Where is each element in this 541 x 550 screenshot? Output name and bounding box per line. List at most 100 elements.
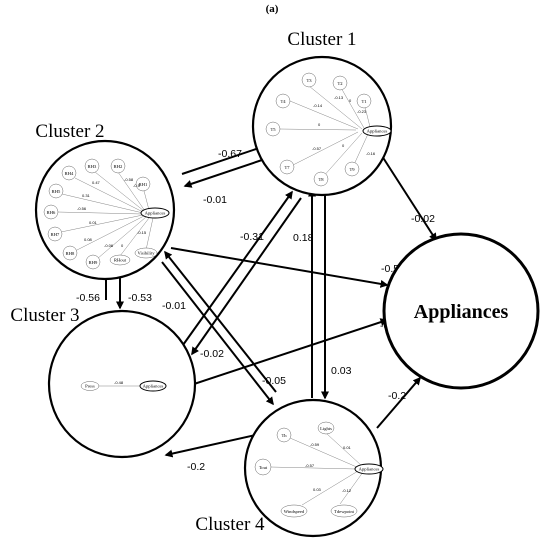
cluster-4-coefs: -0.59 0.01 -0.57 0.03 -0.12 <box>305 442 352 493</box>
c2-node-rh6: RH6 <box>47 210 56 215</box>
c2-node-rh8: RH8 <box>66 251 75 256</box>
c4-node-windspeed: Windspeed <box>284 509 305 514</box>
c1-node-t9: T9 <box>349 167 355 172</box>
target-ring <box>382 232 540 390</box>
svg-text:0: 0 <box>121 243 124 248</box>
edge-label-c4-target: -0.2 <box>388 390 406 402</box>
cluster-2: Cluster 2 RH4 RH3 RH2 RH1 RH5 RH6 RH7 RH… <box>34 121 176 281</box>
c2-node-rh7: RH7 <box>51 232 60 237</box>
cluster-2-coefs: 0.47 -0.58 -0.5 0.31 -0.56 0.01 0.08 -0.… <box>77 177 147 248</box>
edge-label-c2-c4: -0.01 <box>162 300 186 312</box>
edge-c1-c3 <box>191 197 302 356</box>
svg-text:-0.57: -0.57 <box>312 146 322 151</box>
edge-c1-c2 <box>183 157 269 188</box>
c1-node-t1: T1 <box>361 99 367 104</box>
svg-text:-0.23: -0.23 <box>357 109 367 114</box>
c4-hub: Appliances <box>359 467 380 472</box>
svg-text:0.03: 0.03 <box>313 487 322 492</box>
svg-text:-0.13: -0.13 <box>334 95 344 100</box>
panel-label: (a) <box>266 3 279 15</box>
c1-node-t3: T3 <box>306 78 312 83</box>
svg-text:-0.06: -0.06 <box>104 243 114 248</box>
c2-node-rhout: RHout <box>114 258 127 263</box>
edge-label-c4-c2: -0.05 <box>262 375 286 387</box>
svg-text:-0.14: -0.14 <box>313 103 323 108</box>
c2-node-rh1: RH1 <box>139 182 148 187</box>
c2-hub: Appliances <box>145 211 166 216</box>
c1-node-t2: T2 <box>337 81 343 86</box>
edge-labels: -0.67 -0.01 -0.02 -0.53 -0.56 -0.53 -0.3… <box>76 148 435 473</box>
svg-text:0: 0 <box>349 98 352 103</box>
c2-node-rh3: RH3 <box>88 164 97 169</box>
edge-c1-target <box>381 155 437 242</box>
edge-c2-target <box>170 247 389 288</box>
edge-c4-c3 <box>164 433 261 458</box>
cluster-3-label: Cluster 3 <box>10 305 79 326</box>
svg-text:-0.56: -0.56 <box>77 206 87 211</box>
svg-text:0: 0 <box>318 122 321 127</box>
cluster-3: Cluster 3 Press Appliances -0.48 <box>10 305 197 459</box>
svg-text:-0.59: -0.59 <box>310 442 320 447</box>
edge-label-c2-c1: -0.67 <box>218 148 242 160</box>
edge-label-c3-c2: -0.56 <box>76 292 100 304</box>
c1-node-t4: T4 <box>280 99 286 104</box>
svg-text:-0.15: -0.15 <box>137 230 147 235</box>
svg-text:-0.12: -0.12 <box>342 488 352 493</box>
edge-label-c4-c3: -0.2 <box>187 461 205 473</box>
c3-hub: Appliances <box>143 384 164 389</box>
svg-text:0.47: 0.47 <box>92 180 101 185</box>
cluster-2-nodes: RH4 RH3 RH2 RH1 RH5 RH6 RH7 RH8 RH9 RHou… <box>43 158 170 270</box>
c2-node-rh2: RH2 <box>114 164 123 169</box>
c4-node-lights: Lights <box>320 426 332 431</box>
svg-text:-0.57: -0.57 <box>305 463 315 468</box>
c1-node-t7: T7 <box>284 165 290 170</box>
c4-node-th: Th <box>281 433 287 438</box>
cluster-1-nodes: T3 T2 T1 T4 T5 T7 T8 T9 Appliances <box>265 72 392 187</box>
c2-node-rh5: RH5 <box>52 189 61 194</box>
edge-label-c1-target: -0.02 <box>411 213 435 225</box>
cluster-4-spokes <box>270 433 364 506</box>
edge-label-c2-c3: -0.53 <box>128 292 152 304</box>
cluster-1: Cluster 1 T3 T2 T1 T4 T5 T7 T8 T9 Applia… <box>251 29 393 197</box>
svg-text:0.01: 0.01 <box>343 445 352 450</box>
edge-c4-target <box>376 376 421 429</box>
svg-text:-0.58: -0.58 <box>124 177 134 182</box>
cluster-4-nodes: Th Lights Tout Windspeed Tdewpoint Appli… <box>254 421 384 518</box>
c1-hub: Appliances <box>367 129 388 134</box>
cluster-4-label: Cluster 4 <box>195 514 265 535</box>
c4-node-tout: Tout <box>259 465 268 470</box>
edge-label-c4-c1: 0.18 <box>293 232 314 244</box>
edge-c3-c1 <box>182 190 293 346</box>
edge-c2-c4 <box>161 261 274 406</box>
c3-node-press: Press <box>85 384 95 389</box>
c2-node-visibility: Visibility <box>137 251 155 256</box>
edge-label-c3-c1: -0.31 <box>240 231 264 243</box>
c2-node-rh4: RH4 <box>65 171 74 176</box>
edge-label-c1-c2: -0.01 <box>203 194 227 206</box>
c1-node-t8: T8 <box>318 177 324 182</box>
target-label: Appliances <box>414 301 509 323</box>
c4-node-tdewpoint: Tdewpoint <box>334 509 355 514</box>
edge-c3-target <box>193 318 389 385</box>
target-node: Appliances <box>382 232 540 390</box>
svg-text:0.08: 0.08 <box>84 237 93 242</box>
svg-text:0.01: 0.01 <box>89 220 98 225</box>
svg-text:0: 0 <box>342 143 345 148</box>
cluster-2-spokes <box>57 171 154 260</box>
c3-coef-press: -0.48 <box>114 380 124 385</box>
svg-text:-0.5: -0.5 <box>133 183 141 188</box>
cluster-1-label: Cluster 1 <box>287 29 356 50</box>
cluster-1-spokes <box>279 85 371 179</box>
edge-c2-c1 <box>181 144 267 175</box>
edge-c4-c2 <box>164 250 277 393</box>
svg-text:0.31: 0.31 <box>82 193 91 198</box>
cluster-1-coefs: -0.13 0 -0.23 -0.14 0 -0.57 0 -0.16 <box>312 95 376 156</box>
cluster-4: Cluster 4 Th Lights Tout Windspeed Tdewp… <box>195 398 384 538</box>
c2-node-rh9: RH9 <box>89 260 98 265</box>
edge-label-c1-c4: 0.03 <box>331 365 352 377</box>
edge-label-c1-c3: -0.02 <box>200 348 224 360</box>
cluster-3-ring <box>47 309 197 459</box>
svg-text:-0.16: -0.16 <box>366 151 376 156</box>
c1-node-t5: T5 <box>270 127 276 132</box>
